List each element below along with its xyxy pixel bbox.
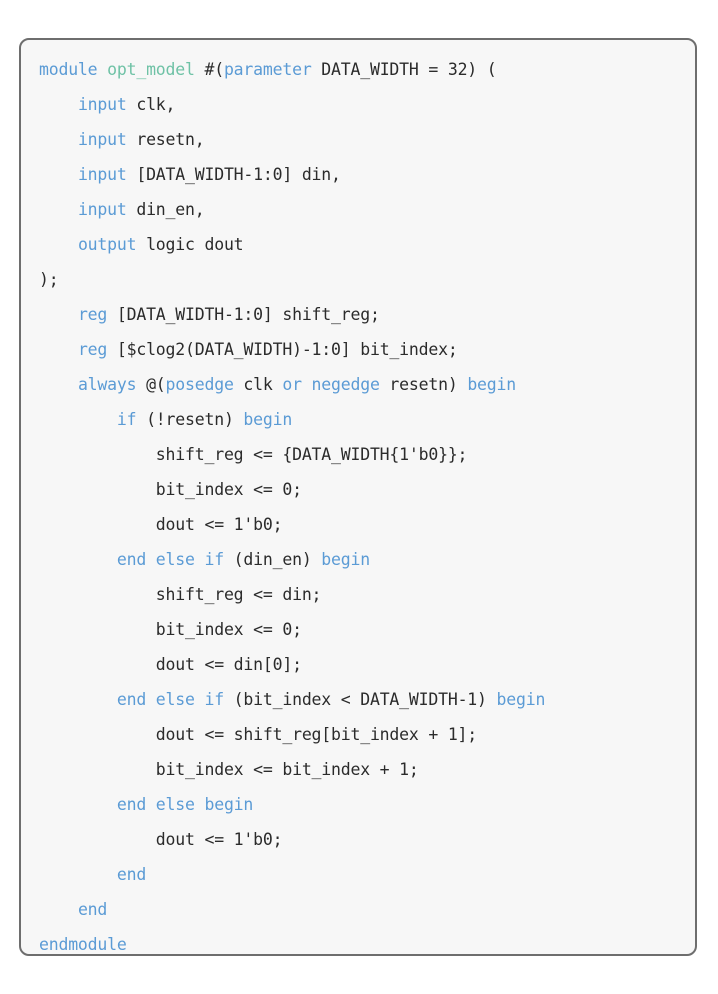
code-line: module opt_model #(parameter DATA_WIDTH … [39, 52, 695, 87]
code-text: dout <= 1'b0; [39, 830, 283, 849]
code-keyword: input [77, 95, 127, 114]
code-line: reg [$clog2(DATA_WIDTH)-1:0] bit_index; [39, 332, 695, 367]
code-keyword: reg [77, 340, 108, 359]
code-text: [$clog2(DATA_WIDTH)-1:0] bit_index; [107, 340, 458, 359]
code-line: ); [39, 262, 695, 297]
code-text [39, 130, 78, 149]
code-line: end else begin [39, 787, 695, 822]
code-keyword: posedge [165, 375, 234, 394]
code-line: always @(posedge clk or negedge resetn) … [39, 367, 695, 402]
code-text: [DATA_WIDTH-1:0] din, [126, 165, 341, 184]
code-line: dout <= din[0]; [39, 647, 695, 682]
code-text: [DATA_WIDTH-1:0] shift_reg; [107, 305, 380, 324]
code-line: endmodule [39, 927, 695, 962]
code-module-name: opt_model [107, 60, 195, 79]
code-text [39, 340, 78, 359]
code-text: dout <= din[0]; [39, 655, 302, 674]
code-line: end [39, 857, 695, 892]
code-text: bit_index <= 0; [39, 620, 302, 639]
code-line: dout <= 1'b0; [39, 822, 695, 857]
code-lines: module opt_model #(parameter DATA_WIDTH … [39, 52, 695, 962]
code-keyword: or negedge [282, 375, 380, 394]
code-line: end else if (din_en) begin [39, 542, 695, 577]
code-text [39, 235, 78, 254]
code-text: clk, [126, 95, 176, 114]
code-line: shift_reg <= {DATA_WIDTH{1'b0}}; [39, 437, 695, 472]
code-keyword: input [77, 130, 127, 149]
code-keyword: begin [467, 375, 516, 394]
code-keyword: end else begin [116, 795, 254, 814]
code-line: bit_index <= 0; [39, 612, 695, 647]
code-keyword: end [116, 865, 147, 884]
code-keyword: input [77, 165, 127, 184]
code-line: output logic dout [39, 227, 695, 262]
code-keyword: parameter [223, 60, 312, 79]
code-text: shift_reg <= din; [39, 585, 322, 604]
code-text [39, 410, 117, 429]
code-keyword: input [77, 200, 127, 219]
code-text [39, 795, 117, 814]
code-text: din_en, [126, 200, 205, 219]
code-keyword: begin [243, 410, 293, 429]
code-text: resetn) [379, 375, 468, 394]
code-line: end else if (bit_index < DATA_WIDTH-1) b… [39, 682, 695, 717]
code-text: (!resetn) [136, 410, 244, 429]
code-keyword: end [77, 900, 108, 919]
code-text: shift_reg <= {DATA_WIDTH{1'b0}}; [39, 445, 468, 464]
code-line: input din_en, [39, 192, 695, 227]
code-text: dout <= 1'b0; [39, 515, 283, 534]
code-keyword: module [39, 60, 108, 79]
code-keyword: output [77, 235, 137, 254]
code-text: bit_index <= 0; [39, 480, 302, 499]
code-text [39, 375, 78, 394]
code-text: DATA_WIDTH = 32) ( [311, 60, 497, 79]
code-line: reg [DATA_WIDTH-1:0] shift_reg; [39, 297, 695, 332]
code-line: bit_index <= 0; [39, 472, 695, 507]
code-text [39, 200, 78, 219]
code-line: dout <= shift_reg[bit_index + 1]; [39, 717, 695, 752]
code-text: clk [233, 375, 283, 394]
code-keyword: if [116, 410, 137, 429]
code-line: dout <= 1'b0; [39, 507, 695, 542]
code-text: (bit_index < DATA_WIDTH-1) [223, 690, 497, 709]
code-text: @( [136, 375, 166, 394]
code-text: (din_en) [223, 550, 322, 569]
code-text: dout <= shift_reg[bit_index + 1]; [39, 725, 478, 744]
code-keyword: reg [77, 305, 108, 324]
code-line: input resetn, [39, 122, 695, 157]
code-keyword: endmodule [39, 935, 127, 954]
code-keyword: begin [496, 690, 546, 709]
code-text: logic dout [136, 235, 244, 254]
code-text [39, 865, 117, 884]
code-text: resetn, [126, 130, 205, 149]
code-text [39, 165, 78, 184]
code-keyword: end else if [116, 690, 224, 709]
code-line: if (!resetn) begin [39, 402, 695, 437]
code-line: shift_reg <= din; [39, 577, 695, 612]
code-text [39, 95, 78, 114]
code-text [39, 550, 117, 569]
code-text [39, 305, 78, 324]
code-keyword: always [77, 375, 137, 394]
code-line: bit_index <= bit_index + 1; [39, 752, 695, 787]
code-text [39, 900, 78, 919]
code-text: ); [39, 270, 59, 289]
code-keyword: end else if [116, 550, 224, 569]
code-line: input clk, [39, 87, 695, 122]
code-text [39, 690, 117, 709]
code-line: input [DATA_WIDTH-1:0] din, [39, 157, 695, 192]
code-text: #( [194, 60, 224, 79]
code-block: module opt_model #(parameter DATA_WIDTH … [19, 38, 697, 956]
code-line: end [39, 892, 695, 927]
code-text: bit_index <= bit_index + 1; [39, 760, 419, 779]
code-keyword: begin [321, 550, 370, 569]
